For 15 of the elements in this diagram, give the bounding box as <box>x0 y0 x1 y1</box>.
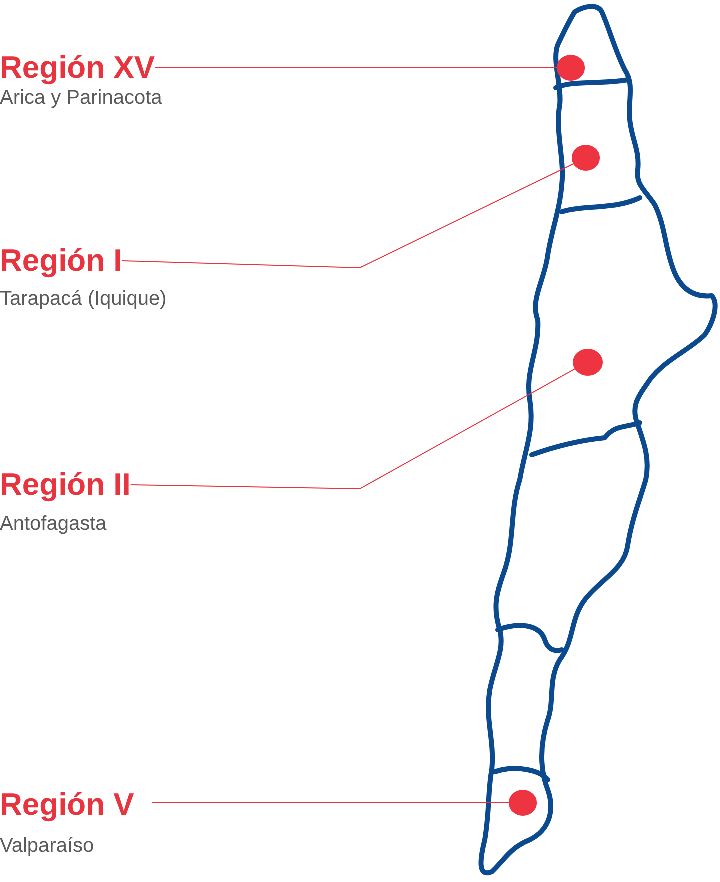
location-dot <box>572 145 600 171</box>
region-name: Región II <box>0 467 131 503</box>
leader-line <box>122 164 574 268</box>
leader-line <box>130 368 576 490</box>
region-subtitle: Tarapacá (Iquique) <box>0 287 167 311</box>
region-subtitle: Antofagasta <box>0 512 107 536</box>
leader-line <box>152 802 510 804</box>
location-dot <box>573 348 603 376</box>
region-subtitle: Valparaíso <box>0 834 94 858</box>
location-dot <box>557 55 585 81</box>
region-subtitle: Arica y Parinacota <box>0 86 162 110</box>
region-name: Región XV <box>0 50 156 86</box>
location-dot <box>509 790 537 816</box>
region-name: Región V <box>0 787 134 823</box>
region-name: Región I <box>0 243 122 279</box>
